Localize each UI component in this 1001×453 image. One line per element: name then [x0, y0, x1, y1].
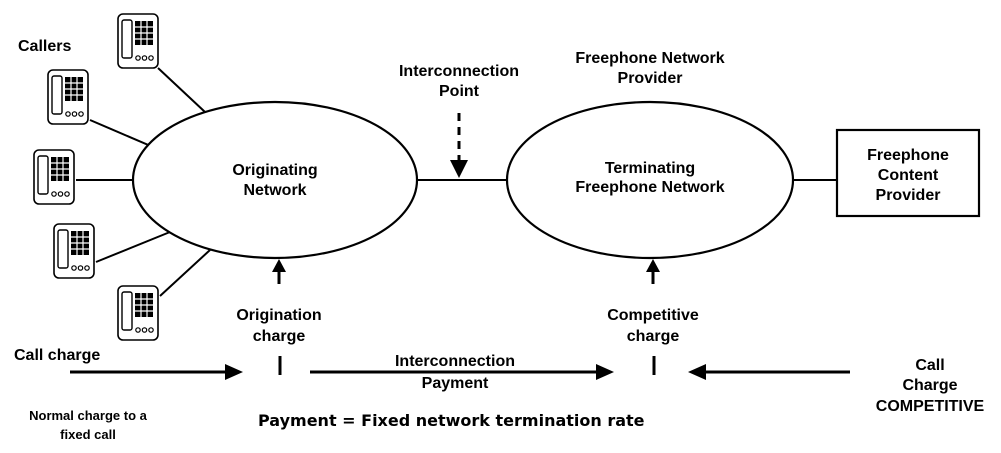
- caller-phone-icon-4: [53, 223, 95, 279]
- originating-network-node: [131, 100, 419, 260]
- originating-network-label-1: Originating: [232, 162, 317, 179]
- payment-note: Payment = Fixed network termination rate: [258, 411, 645, 430]
- terminating-network-label-1: Terminating: [605, 160, 695, 177]
- content-provider-label-1: Freephone: [867, 147, 949, 164]
- caller-phone-icon-1: [117, 13, 159, 69]
- competitive-charge-label-1: Competitive: [607, 307, 699, 324]
- competitive-charge-label-2: charge: [627, 328, 680, 345]
- call-charge-arrow: [70, 364, 243, 380]
- origination-charge-label-2: charge: [253, 328, 306, 345]
- content-provider-label-3: Provider: [876, 187, 941, 204]
- callers-label: Callers: [18, 38, 71, 55]
- content-provider-box: [835, 128, 981, 218]
- origination-charge-label-1: Origination: [236, 307, 321, 324]
- interconnection-payment-label-2: Payment: [422, 375, 489, 392]
- normal-charge-note-1: Normal charge to a: [29, 408, 148, 423]
- competitive-call-charge-label-3: COMPETITIVE: [876, 398, 985, 415]
- competitive-call-charge-arrow: [688, 364, 850, 380]
- content-provider-label-2: Content: [878, 167, 939, 184]
- competitive-call-charge-label-1: Call: [915, 357, 944, 374]
- interconnection-point-label-1: Interconnection: [399, 63, 519, 80]
- call-charge-label: Call charge: [14, 347, 100, 364]
- caller-phone-icon-3: [33, 149, 75, 205]
- normal-charge-note-2: fixed call: [60, 427, 116, 442]
- terminating-network-label-2: Freephone Network: [575, 179, 724, 196]
- interconnection-point-label-2: Point: [439, 83, 480, 100]
- caller-phone-icon-5: [117, 285, 159, 341]
- interconnection-payment-label-1: Interconnection: [395, 353, 515, 370]
- network-provider-label-1: Freephone Network: [575, 50, 724, 67]
- originating-network-label-2: Network: [243, 182, 306, 199]
- competitive-call-charge-label-2: Charge: [902, 377, 957, 394]
- network-provider-label-2: Provider: [618, 70, 683, 87]
- caller-phone-icon-2: [47, 69, 89, 125]
- interconnection-payment-arrow: [310, 364, 614, 380]
